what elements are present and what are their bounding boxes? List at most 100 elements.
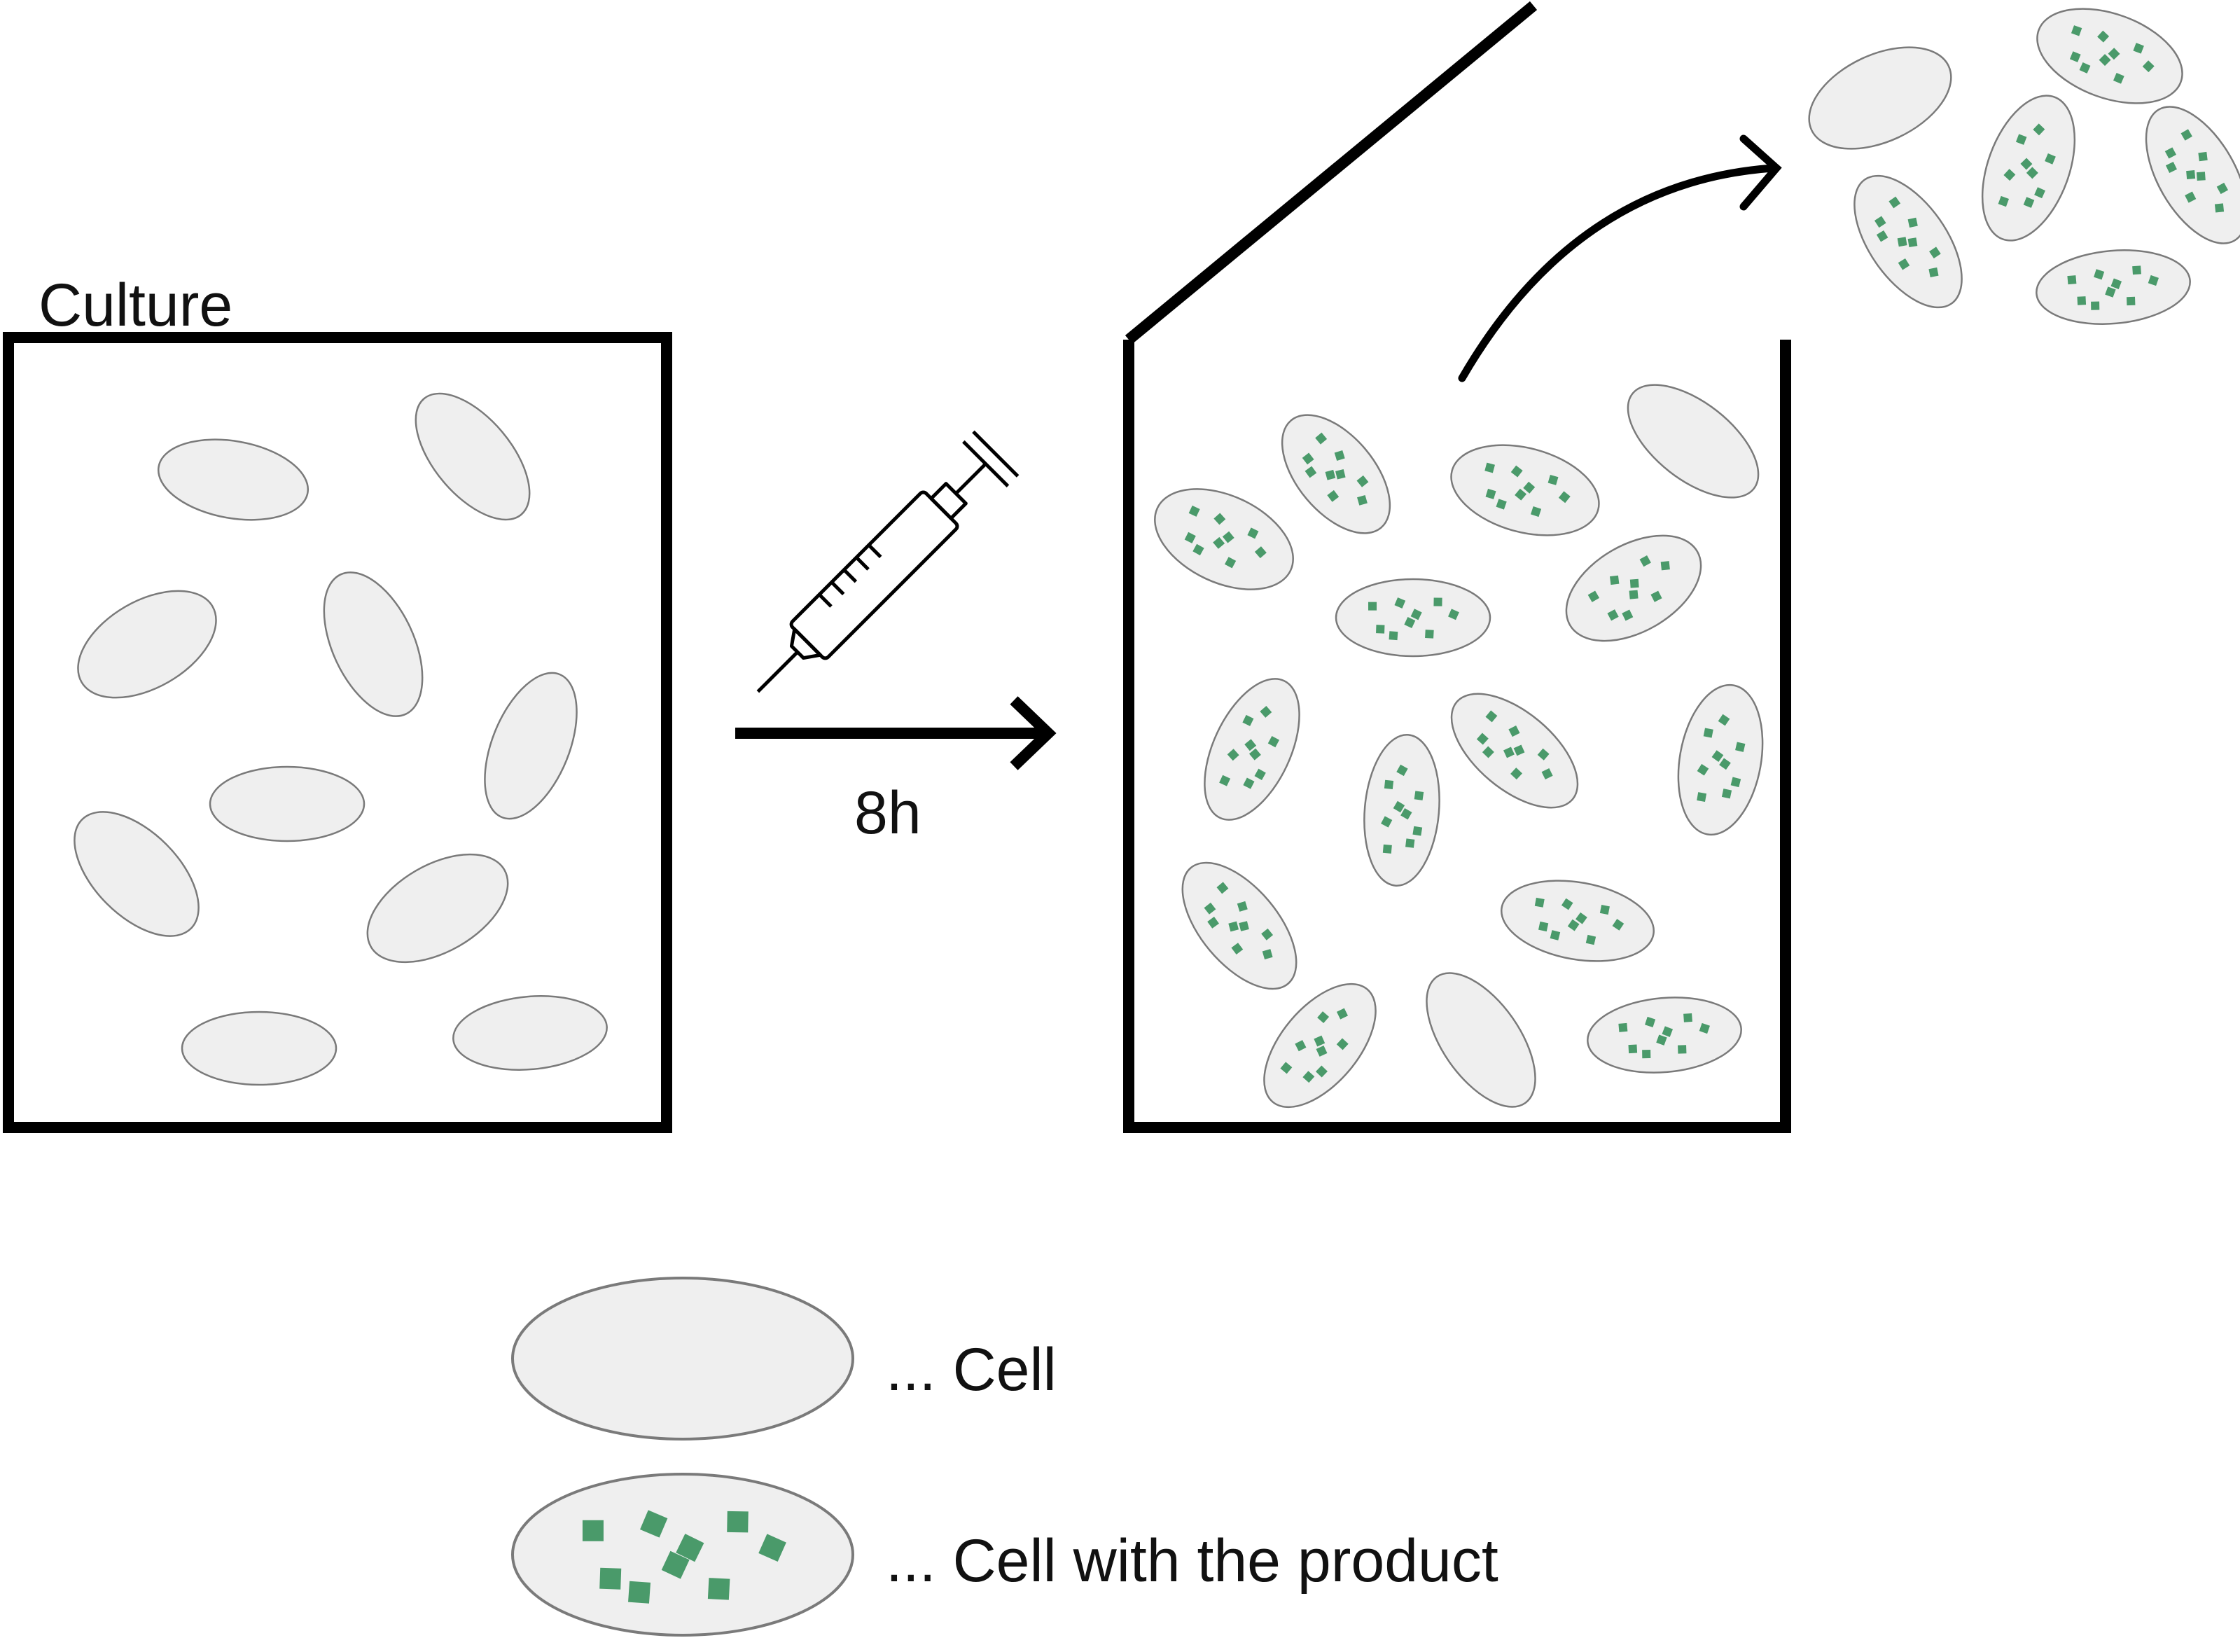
product-granule xyxy=(1302,452,1314,465)
product-granule xyxy=(1400,807,1412,820)
product-granule xyxy=(1587,590,1600,602)
product-cell xyxy=(1363,734,1440,887)
product-granule xyxy=(1683,1013,1692,1022)
product-granule xyxy=(1897,237,1907,247)
product-granule xyxy=(2186,170,2196,180)
product-granule xyxy=(1412,826,1423,836)
product-granule xyxy=(1336,1008,1349,1020)
product-granule xyxy=(1609,575,1620,585)
vessel-outline xyxy=(1123,340,1791,1133)
product-granule xyxy=(2067,275,2077,285)
product-granule xyxy=(1295,1040,1307,1052)
cell-body xyxy=(1426,972,1536,1108)
product-granule xyxy=(1394,597,1406,609)
product-granule xyxy=(1376,625,1385,634)
product-granule xyxy=(1404,617,1416,628)
product-cell xyxy=(1981,95,2076,242)
product-granule xyxy=(628,1581,651,1604)
product-granule xyxy=(1508,726,1520,737)
product-granule xyxy=(1612,919,1625,931)
cell-body xyxy=(1363,734,1440,887)
product-cell xyxy=(1154,488,1294,590)
product-granule xyxy=(1207,917,1219,929)
product-granule xyxy=(1224,557,1237,569)
product-granule xyxy=(2034,187,2045,199)
product-granule xyxy=(2110,278,2122,289)
cell-body xyxy=(1501,880,1655,962)
product-granule xyxy=(1541,768,1553,780)
cell-body xyxy=(74,811,200,937)
product-granule xyxy=(1242,714,1254,726)
cell-body xyxy=(1981,95,2076,242)
product-granule xyxy=(1622,609,1634,621)
product-granule xyxy=(1650,590,1662,602)
product-granule xyxy=(1998,195,2010,207)
product-granule xyxy=(1368,602,1377,611)
product-cell xyxy=(1587,997,1742,1074)
product-granule xyxy=(2023,197,2035,208)
product-granule xyxy=(1697,792,1707,803)
product-granule xyxy=(2077,296,2087,305)
cell-body xyxy=(1181,861,1298,990)
product-granule xyxy=(2097,30,2110,43)
product-granule xyxy=(1204,902,1216,915)
product-granule xyxy=(1213,513,1226,525)
product-granule xyxy=(1356,475,1369,487)
syringe-icon xyxy=(756,430,1020,693)
product-granule xyxy=(676,1534,704,1562)
product-granule xyxy=(2196,172,2206,181)
product-granule xyxy=(2164,147,2176,159)
product-granule xyxy=(2033,123,2045,136)
injection-step: 8h xyxy=(735,430,1057,847)
product-granule xyxy=(1503,747,1515,758)
product-granule xyxy=(1219,775,1231,786)
arrow-right-icon xyxy=(735,696,1057,770)
product-granule xyxy=(1314,1035,1326,1047)
culture-label: Culture xyxy=(39,272,232,339)
legend-cell-label: ... Cell xyxy=(886,1336,1057,1403)
product-granule xyxy=(1607,609,1619,621)
product-granule xyxy=(2127,296,2136,306)
product-cell xyxy=(1677,683,1764,836)
cell xyxy=(323,571,424,717)
product-granule xyxy=(1192,543,1204,556)
product-granule xyxy=(2071,25,2082,36)
cell xyxy=(74,811,200,937)
product-cell xyxy=(1450,444,1600,536)
product-granule xyxy=(1874,216,1886,228)
cell xyxy=(366,853,509,964)
product-granule xyxy=(1585,934,1596,945)
product-granule xyxy=(2015,134,2027,145)
product-cell xyxy=(1281,414,1391,534)
product-granule xyxy=(1243,777,1255,789)
product-granule xyxy=(1531,506,1542,518)
cell-body xyxy=(209,765,366,842)
cell xyxy=(1627,384,1760,499)
product-granule xyxy=(2148,275,2159,286)
released-cells xyxy=(1808,8,2240,325)
cell-body xyxy=(1450,693,1579,809)
product-granule xyxy=(1448,609,1459,620)
cell-body xyxy=(1154,488,1294,590)
product-granule xyxy=(1721,789,1732,799)
cell-body xyxy=(415,392,531,521)
product-granule xyxy=(1642,1050,1651,1059)
product-granule xyxy=(1656,1034,1667,1046)
product-granule xyxy=(1662,1026,1674,1037)
legend-product-label: ... Cell with the product xyxy=(886,1527,1498,1595)
product-granule xyxy=(1305,466,1317,478)
product-cell xyxy=(1335,578,1491,658)
product-granule xyxy=(1711,750,1724,763)
product-granule xyxy=(2132,265,2141,275)
product-granule xyxy=(1929,247,1941,259)
legend: ... Cell ... Cell with the product xyxy=(511,1277,1498,1637)
product-granule xyxy=(1184,532,1196,543)
product-granule xyxy=(1382,844,1392,854)
product-granule xyxy=(1244,739,1257,751)
product-granule xyxy=(1213,536,1225,549)
product-granule xyxy=(599,1567,622,1590)
product-granule xyxy=(1496,499,1507,510)
cell xyxy=(157,438,309,521)
cell-body xyxy=(1587,997,1742,1074)
